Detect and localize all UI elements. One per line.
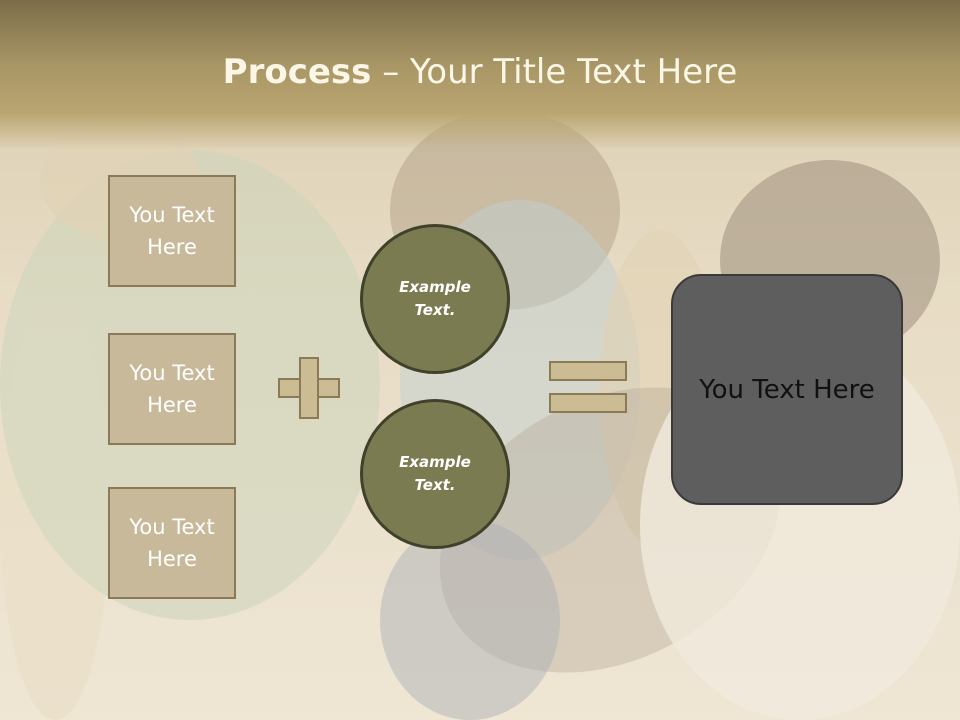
- text-box-1[interactable]: You Text Here: [108, 175, 236, 287]
- text-box-2[interactable]: You Text Here: [108, 333, 236, 445]
- example-circle-2[interactable]: Example Text.: [360, 399, 510, 549]
- title-dash: –: [371, 52, 411, 92]
- title-bold: Process: [222, 52, 372, 92]
- plus-icon: [278, 357, 340, 419]
- slide-title[interactable]: Process – Your Title Text Here: [0, 52, 960, 92]
- result-box[interactable]: You Text Here: [671, 274, 903, 505]
- equals-icon: [549, 361, 627, 413]
- title-rest: Your Title Text Here: [410, 52, 738, 92]
- text-box-3[interactable]: You Text Here: [108, 487, 236, 599]
- example-circle-1[interactable]: Example Text.: [360, 224, 510, 374]
- title-bar: [0, 0, 960, 150]
